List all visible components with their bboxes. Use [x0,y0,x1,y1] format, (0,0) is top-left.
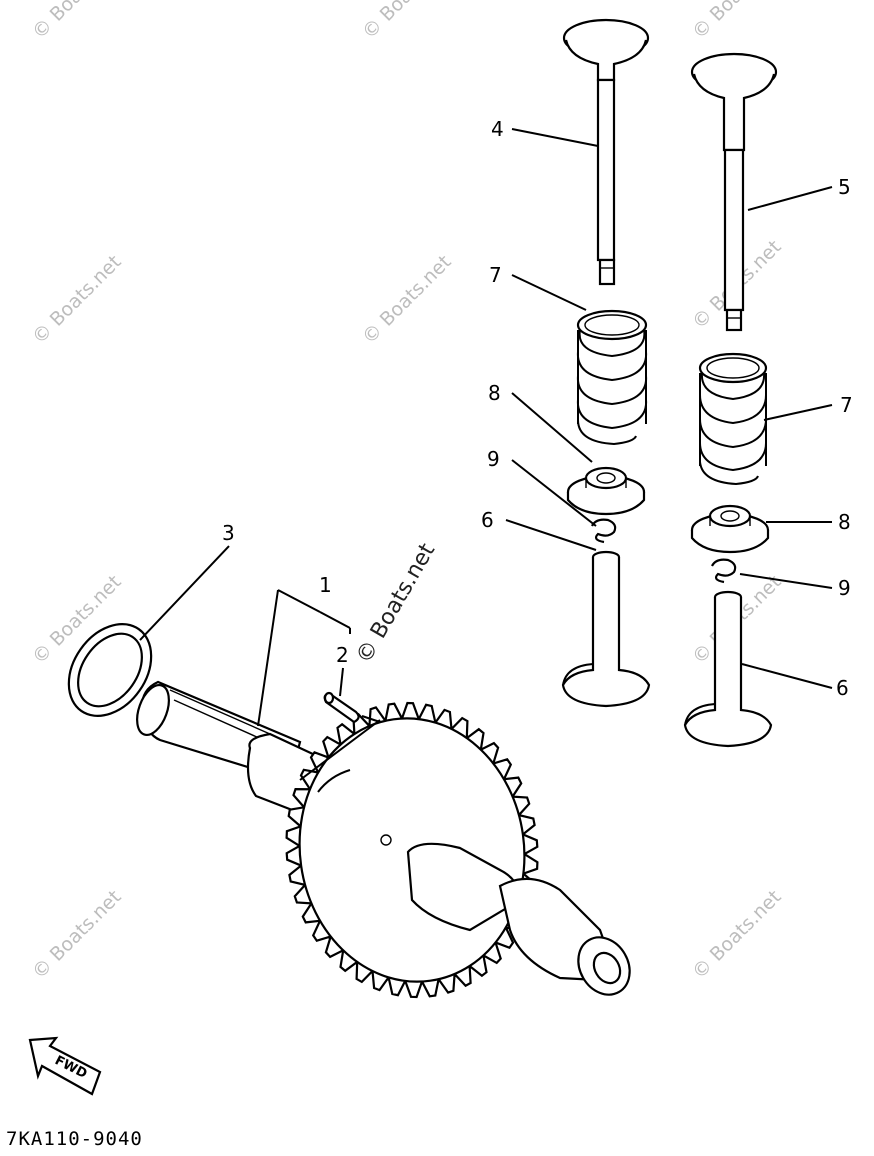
callout-2: 2 [336,643,349,667]
spring-retainer-left [566,466,646,516]
watermark: © Boats.net [358,0,456,44]
camshaft-pin [323,691,360,724]
callout-5: 5 [838,175,851,199]
valve-clip-left [591,518,617,544]
watermark: © Boats.net [688,0,786,44]
callout-8-right: 8 [838,510,851,534]
valve-spring-right [698,352,768,486]
thrust-washer [67,623,153,717]
valve-lifter-right [683,590,773,748]
watermark: © Boats.net [358,251,456,349]
valve-clip-right [711,558,737,584]
watermark: © Boats.net [28,251,126,349]
watermark-center: © Boats.net [352,539,441,668]
callout-7-left: 7 [489,263,502,287]
watermark: © Boats.net [28,886,126,984]
valve-spring-left [576,309,648,446]
callout-1: 1 [319,573,332,597]
watermark: © Boats.net [28,0,126,44]
callout-9-right: 9 [838,576,851,600]
spring-retainer-right [690,504,770,554]
callout-labels: 4 5 7 8 9 6 7 8 9 6 3 1 2 [222,117,853,700]
callout-6-left: 6 [481,508,494,532]
diagram-part-code: 7KA110-9040 [6,1128,143,1150]
watermark: © Boats.net [688,886,786,984]
callout-6-right: 6 [836,676,849,700]
callout-4: 4 [491,117,504,141]
fwd-arrow: FWD [28,1036,102,1096]
callout-3: 3 [222,521,235,545]
callout-8-left: 8 [488,381,501,405]
callout-7-right: 7 [840,393,853,417]
valve-exhaust [690,52,778,332]
leader-lines [139,128,833,781]
valve-lifter-left [561,550,651,708]
valve-intake [562,18,650,286]
camshaft-assembly [136,680,631,999]
callout-9-left: 9 [487,447,500,471]
